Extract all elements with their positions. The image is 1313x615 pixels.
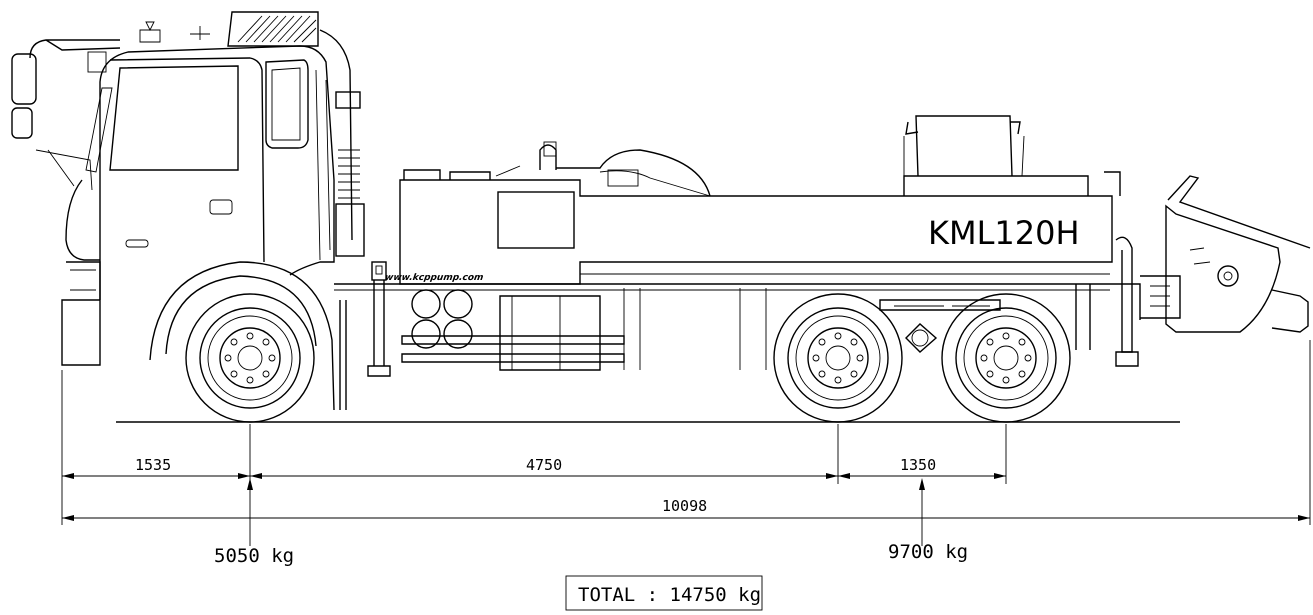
- pump-hopper: [1140, 175, 1311, 333]
- dim-tandem-spacing: 1350: [900, 456, 936, 474]
- dim-wheelbase: 4750: [526, 456, 562, 474]
- dim-front-overhang: 1535: [135, 456, 171, 474]
- total-weight-box: [565, 575, 763, 611]
- dimension-lines: [61, 340, 1311, 546]
- total-weight: TOTAL : 14750 kg: [578, 584, 761, 606]
- front-axle-weight: 5050 kg: [214, 545, 294, 567]
- rear-wheel-1: [773, 293, 903, 423]
- website-label: www.kcppump.com: [384, 273, 484, 283]
- pump-body: [334, 115, 1141, 410]
- rear-axle-weight: 9700 kg: [888, 541, 968, 563]
- dim-overall-length: 10098: [662, 497, 707, 515]
- cab: [11, 11, 365, 411]
- rear-wheel-2: [941, 293, 1071, 423]
- model-label: KML120H: [928, 214, 1080, 252]
- front-wheel: [185, 293, 315, 423]
